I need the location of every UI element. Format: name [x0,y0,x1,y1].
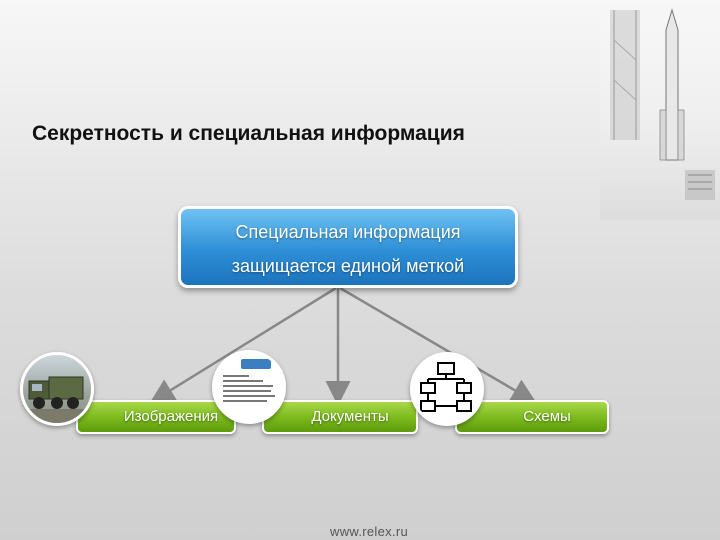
rocket-image [600,0,720,220]
connector-images [149,286,337,404]
category-schemes: Схемы [455,400,609,434]
flowchart-icon [410,352,484,426]
connector-schemes [339,286,537,404]
main-info-box: Специальная информация защищается единой… [178,206,518,288]
main-box-line2: защищается единой меткой [231,256,465,276]
slide-title: Секретность и специальная информация [32,122,465,145]
footer-url: www.relex.ru [330,524,409,539]
main-box-line1: Специальная информация [235,222,461,242]
category-images: Изображения [76,400,236,434]
category-documents: Документы [262,400,418,434]
truck-icon [20,352,94,426]
document-icon [212,350,286,424]
